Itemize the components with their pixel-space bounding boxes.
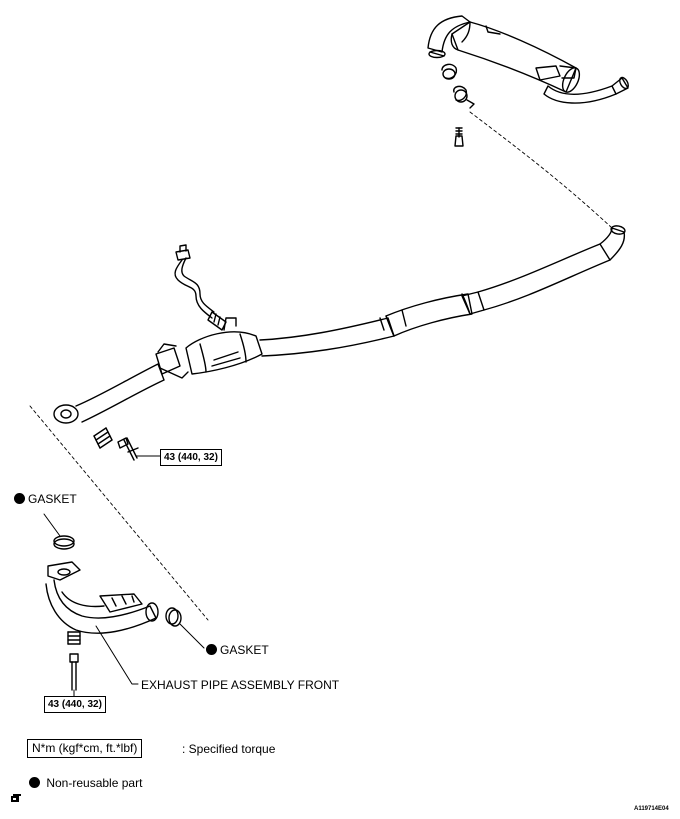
nonreusable-dot <box>206 644 217 655</box>
exhaust-pipe-label: EXHAUST PIPE ASSEMBLY FRONT <box>141 678 340 692</box>
nonreusable-dot <box>29 777 40 788</box>
dashed-guide-left <box>29 405 209 621</box>
legend-nonreusable: Non-reusable part <box>29 776 142 790</box>
figure-id: A119714E04 <box>634 806 669 812</box>
legend-torque-units: N*m (kgf*cm, ft.*lbf) <box>27 739 143 758</box>
torque-value-lower: 43 (440, 32) <box>44 696 106 713</box>
legend-nonreusable-text: Non-reusable part <box>46 776 143 790</box>
sheet-mark-icon <box>11 794 21 802</box>
tailpipe-muffler <box>427 15 629 147</box>
oxygen-sensor <box>174 244 227 331</box>
gasket-label-top: GASKET <box>14 492 77 506</box>
spring-and-bolt-upper <box>93 427 139 461</box>
torque-value-upper: 43 (440, 32) <box>160 449 222 466</box>
front-exhaust-pipe <box>43 513 205 697</box>
center-exhaust-pipe <box>53 225 626 424</box>
gasket-label-right: GASKET <box>206 643 269 657</box>
nonreusable-dot <box>14 493 25 504</box>
gasket-label-top-text: GASKET <box>28 492 77 506</box>
exhaust-pipe-leader <box>95 625 139 685</box>
legend-torque-desc: : Specified torque <box>182 742 276 756</box>
gasket-label-right-text: GASKET <box>220 643 269 657</box>
dashed-guide-top <box>469 111 613 229</box>
